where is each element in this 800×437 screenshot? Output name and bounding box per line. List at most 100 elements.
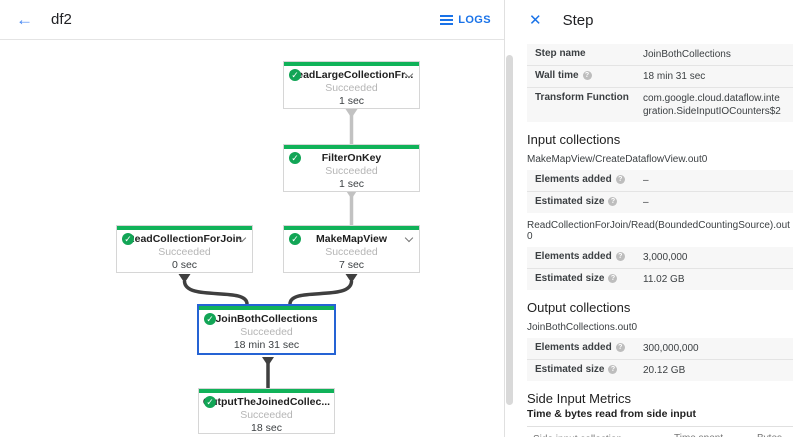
table-row: Transform Function com.google.cloud.data… — [527, 88, 793, 122]
node-status-bar — [199, 389, 334, 393]
column-header: Bytes read — [753, 433, 793, 437]
column-header: Time spent reading — [668, 433, 753, 437]
side-input-table: Side input collection Time spent reading… — [527, 426, 793, 437]
success-check-icon: ✓ — [289, 69, 301, 81]
table-row: Elements added? 3,000,000 — [527, 247, 793, 269]
close-icon[interactable]: ✕ — [529, 12, 542, 29]
logs-button[interactable]: LOGS — [440, 14, 491, 26]
success-check-icon: ✓ — [122, 233, 134, 245]
node-duration: 18 min 31 sec — [233, 339, 300, 351]
output-collections-heading: Output collections — [527, 300, 631, 315]
row-label: Estimated size? — [535, 273, 643, 286]
panel-header: ✕ Step — [505, 0, 800, 40]
chevron-down-icon[interactable] — [404, 233, 414, 243]
graph-node-joinbothcollections[interactable]: ✓ JoinBothCollections Succeeded 18 min 3… — [197, 304, 336, 355]
success-check-icon: ✓ — [289, 152, 301, 164]
node-name: MakeMapView — [315, 233, 387, 245]
node-status: Succeeded — [325, 165, 378, 177]
row-value: 3,000,000 — [643, 252, 688, 263]
help-icon[interactable]: ? — [608, 365, 618, 374]
node-status: Succeeded — [325, 82, 378, 94]
node-status-bar — [284, 226, 419, 230]
side-input-metrics-heading: Side Input Metrics — [527, 391, 632, 406]
node-status-bar — [284, 145, 419, 149]
row-value: 300,000,000 — [643, 343, 699, 354]
graph-node-filteronkey[interactable]: ✓ FilterOnKey Succeeded 1 sec — [283, 144, 420, 192]
graph-node-readcollectionforjoin[interactable]: ✓ ReadCollectionForJoin Succeeded 0 sec — [116, 225, 253, 273]
logs-button-label: LOGS — [458, 13, 491, 26]
help-icon[interactable]: ? — [615, 175, 625, 184]
help-icon[interactable]: ? — [582, 71, 592, 80]
success-check-icon: ✓ — [289, 233, 301, 245]
table-row: Wall time? 18 min 31 sec — [527, 66, 793, 88]
node-name: FilterOnKey — [321, 152, 382, 164]
help-icon[interactable]: ? — [608, 197, 618, 206]
graph-node-outputthejoinedcollection[interactable]: ✓ OutputTheJoinedCollec... Succeeded 18 … — [198, 388, 335, 434]
node-status: Succeeded — [240, 326, 293, 338]
node-status: Succeeded — [325, 246, 378, 258]
row-value: – — [643, 175, 649, 186]
node-duration: 1 sec — [338, 178, 365, 190]
collection-metrics-table: Elements added? 3,000,000 Estimated size… — [527, 247, 793, 290]
row-label: Step name — [535, 48, 586, 59]
node-status: Succeeded — [240, 409, 293, 421]
panel-divider — [504, 0, 505, 437]
job-title: df2 — [51, 11, 72, 28]
table-row: Elements added? 300,000,000 — [527, 338, 793, 360]
row-label: Transform Function — [535, 92, 629, 103]
row-value: com.google.cloud.dataflow.integration.Si… — [643, 93, 781, 117]
table-row: Step name JoinBothCollections — [527, 44, 793, 66]
row-label: Estimated size? — [535, 196, 643, 209]
input-collections-heading: Input collections — [527, 132, 621, 147]
row-label: Elements added? — [535, 342, 643, 355]
node-name: OutputTheJoinedCollec... — [202, 396, 331, 408]
node-status-bar — [284, 62, 419, 66]
row-label: Wall time? — [535, 70, 643, 83]
node-status-bar — [117, 226, 252, 230]
logs-list-icon — [440, 14, 454, 25]
help-icon[interactable]: ? — [615, 343, 625, 352]
row-label: Elements added? — [535, 174, 643, 187]
node-duration: 1 sec — [338, 95, 365, 107]
node-status: Succeeded — [158, 246, 211, 258]
table-row: Estimated size? 11.02 GB — [527, 269, 793, 290]
row-label: Elements added? — [535, 251, 643, 264]
success-check-icon: ✓ — [204, 396, 216, 408]
collection-name: ReadCollectionForJoin/Read(BoundedCounti… — [527, 220, 790, 242]
graph-edges — [178, 109, 358, 388]
help-icon[interactable]: ? — [615, 252, 625, 261]
row-value: – — [643, 197, 649, 208]
table-row: Estimated size? 20.12 GB — [527, 360, 793, 381]
collection-metrics-table: Elements added? 300,000,000 Estimated si… — [527, 338, 793, 381]
panel-title: Step — [562, 11, 594, 29]
table-header-row: Side input collection Time spent reading… — [527, 426, 793, 437]
column-header: Side input collection — [533, 433, 668, 437]
step-summary-table: Step name JoinBothCollections Wall time?… — [527, 44, 793, 122]
node-duration: 0 sec — [171, 259, 198, 271]
row-value: 11.02 GB — [643, 274, 685, 285]
side-input-metrics-subheading: Time & bytes read from side input — [527, 408, 697, 420]
graph-node-readlargecollection[interactable]: ✓ ReadLargeCollectionFr... Succeeded 1 s… — [283, 61, 420, 109]
back-arrow-icon[interactable]: ← — [16, 9, 33, 29]
table-row: Estimated size? – — [527, 192, 793, 213]
row-label: Estimated size? — [535, 364, 643, 377]
top-bar: ← df2 LOGS — [0, 0, 505, 40]
success-check-icon: ✓ — [204, 313, 216, 325]
row-value: 18 min 31 sec — [643, 71, 706, 82]
help-icon[interactable]: ? — [608, 274, 618, 283]
step-details-panel: ✕ Step Step name JoinBothCollections Wal… — [505, 0, 800, 437]
job-graph-canvas: ✓ ReadLargeCollectionFr... Succeeded 1 s… — [0, 40, 504, 437]
node-name: ReadLargeCollectionFr... — [289, 69, 414, 81]
panel-scrollbar[interactable] — [506, 55, 513, 405]
node-duration: 18 sec — [251, 422, 282, 434]
row-value: 20.12 GB — [643, 365, 686, 376]
node-status-bar — [199, 306, 334, 310]
collection-metrics-table: Elements added? – Estimated size? – — [527, 170, 793, 213]
node-name: ReadCollectionForJoin — [127, 233, 242, 245]
collection-name: JoinBothCollections.out0 — [527, 322, 638, 333]
table-row: Elements added? – — [527, 170, 793, 192]
graph-node-makemapview[interactable]: ✓ MakeMapView Succeeded 7 sec — [283, 225, 420, 273]
collection-name: MakeMapView/CreateDataflowView.out0 — [527, 154, 708, 165]
row-value: JoinBothCollections — [643, 49, 731, 60]
node-name: JoinBothCollections — [215, 313, 318, 325]
